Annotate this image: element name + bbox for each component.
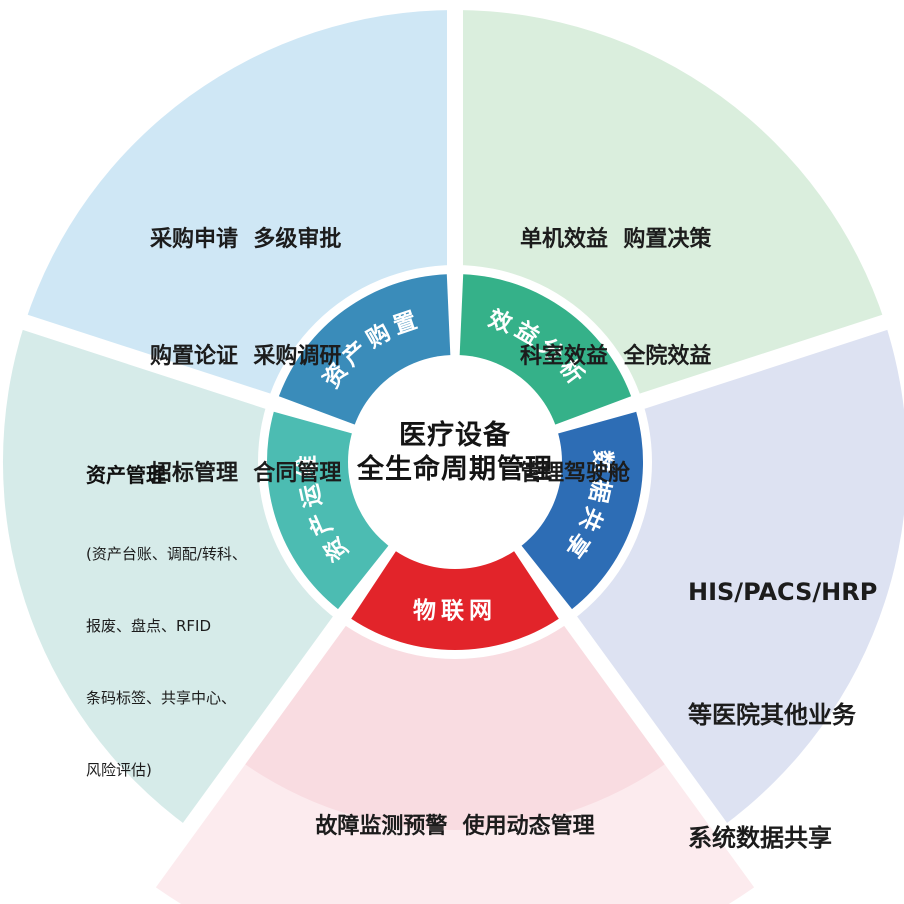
group-title: 资产管理 [86, 463, 166, 487]
text-line: 采购申请 多级审批 [150, 227, 342, 252]
ops-group-asset: 资产管理 (资产台账、调配/转科、 报废、盘点、RFID 条码标签、共享中心、 … [86, 414, 301, 830]
text-line: 招标管理 合同管理 [150, 461, 342, 486]
text-line: HIS/PACS/HRP [688, 578, 878, 606]
text-line: 购置论证 采购调研 [150, 344, 342, 369]
text-line: 单机效益 购置决策 [520, 227, 712, 252]
sector-ops-text: 资产管理 (资产台账、调配/转科、 报废、盘点、RFID 条码标签、共享中心、 … [86, 366, 301, 904]
center-title-line1: 医疗设备 [399, 419, 511, 451]
text-line: 管理驾驶舱 [520, 461, 631, 486]
text-line: 故障监测预警 使用动态管理 [315, 814, 595, 839]
ring-label-iot: 物联网 [413, 597, 497, 624]
text-line: 等医院其他业务 [688, 701, 856, 729]
sector-benefit-text: 单机效益 购置决策 科室效益 全院效益 管理驾驶舱 [520, 142, 711, 571]
sector-data-text: HIS/PACS/HRP 等医院其他业务 系统数据共享 [688, 490, 877, 904]
text-line: 报废、盘点、RFID [86, 617, 212, 635]
text-line: 科室效益 全院效益 [520, 344, 712, 369]
text-line: 风险评估) [86, 761, 152, 779]
sector-purchase-text: 采购申请 多级审批 购置论证 采购调研 招标管理 合同管理 [150, 142, 341, 571]
center-title-line2: 全生命周期管理 [356, 453, 553, 485]
text-line: 系统数据共享 [688, 824, 832, 852]
text-line: 条码标签、共享中心、 [86, 689, 237, 707]
center-hub [348, 355, 562, 569]
text-line: (资产台账、调配/转科、 [86, 545, 247, 563]
ops-group-repair: 维修管理 （报修管理、维修处理、 备件管理、维修评价） [86, 896, 301, 904]
sector-iot-text: 故障监测预警 使用动态管理 关键部件监控 智能月度报告 [145, 724, 765, 904]
